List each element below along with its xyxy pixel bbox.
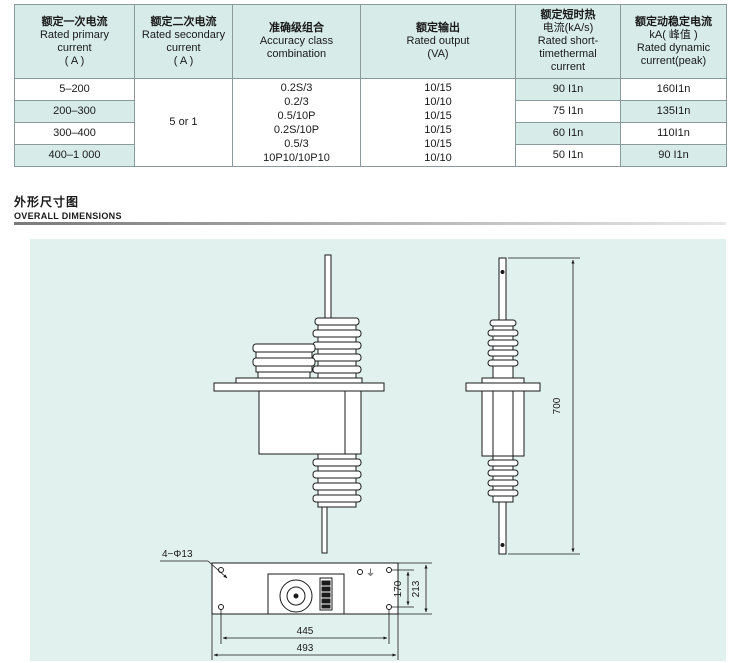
width-dimensions xyxy=(211,610,399,660)
primary-terminal-bar xyxy=(324,254,332,326)
hole-callout xyxy=(160,560,228,579)
height-dimension xyxy=(508,257,580,555)
mounting-hole xyxy=(218,567,224,573)
dim-493-label: 493 xyxy=(297,643,314,654)
dim-445-label: 445 xyxy=(297,626,314,637)
section-title: 外形尺寸图 OVERALL DIMENSIONS xyxy=(14,193,122,221)
primary-current-cell: 400–1 000 xyxy=(14,144,135,167)
side-flange xyxy=(465,382,541,392)
side-body xyxy=(481,390,525,457)
dim-170-label: 170 xyxy=(393,580,404,597)
section-title-en: OVERALL DIMENSIONS xyxy=(14,211,122,221)
table-header-row: 额定一次电流 Rated primary current ( A ) 额定二次电… xyxy=(14,4,727,79)
lower-terminal-bar xyxy=(321,506,328,554)
section-divider xyxy=(14,222,726,225)
short-time-thermal-cell: 90 I1n xyxy=(515,78,621,101)
terminal-hole xyxy=(500,270,505,274)
lower-insulator xyxy=(312,453,362,508)
dynamic-current-cell: 90 I1n xyxy=(620,144,727,167)
side-view xyxy=(465,257,541,555)
dim-hole-label: 4−Φ13 xyxy=(162,549,193,560)
secondary-bushing xyxy=(252,343,316,383)
table-row: 300–400 60 I1n 110I1n xyxy=(14,122,727,145)
mounting-hole xyxy=(386,567,392,573)
header-accuracy-class: 准确级组合 Accuracy class combination xyxy=(232,4,361,79)
mounting-hole xyxy=(386,604,392,610)
mounting-flange xyxy=(213,382,385,392)
table-row: 400–1 000 50 I1n 90 I1n xyxy=(14,144,727,167)
table-row: 200–300 75 I1n 135I1n xyxy=(14,100,727,123)
collar xyxy=(235,377,363,384)
header-primary-current: 额定一次电流 Rated primary current ( A ) xyxy=(14,4,135,79)
short-time-thermal-cell: 60 I1n xyxy=(515,122,621,145)
accuracy-class-cell: 0.2S/3 0.2/3 0.5/10P 0.2S/10P 0.5/3 10P1… xyxy=(232,78,361,167)
header-rated-output: 额定输出 Rated output (VA) xyxy=(360,4,516,79)
ground-symbol-icon: ⏚ xyxy=(366,568,375,578)
bottom-view: ⏚ xyxy=(211,562,399,615)
rated-output-cell: 10/15 10/10 10/15 10/15 10/15 10/10 xyxy=(360,78,516,167)
side-terminal-bar xyxy=(498,257,507,324)
side-lower-insulator xyxy=(487,455,519,503)
mounting-hole xyxy=(218,604,224,610)
section-title-cn: 外形尺寸图 xyxy=(14,195,80,209)
dim-213-label: 213 xyxy=(411,580,422,597)
short-time-thermal-cell: 75 I1n xyxy=(515,100,621,123)
spec-table: 额定一次电流 Rated primary current ( A ) 额定二次电… xyxy=(14,4,727,167)
dynamic-current-cell: 160I1n xyxy=(620,78,727,101)
table-row: 5–200 5 or 1 0.2S/3 0.2/3 0.5/10P 0.2S/1… xyxy=(14,78,727,167)
dim-height-label: 700 xyxy=(552,397,563,414)
depth-dimensions xyxy=(392,562,432,615)
header-dynamic-current: 额定动稳定电流 kA( 峰值 ) Rated dynamic current(p… xyxy=(620,4,727,79)
side-collar xyxy=(481,377,525,384)
side-lower-terminal xyxy=(498,501,507,555)
primary-current-cell: 200–300 xyxy=(14,100,135,123)
side-upper-insulator xyxy=(487,319,519,379)
front-view xyxy=(213,254,385,554)
short-time-thermal-cell: 50 I1n xyxy=(515,144,621,167)
ground-terminal xyxy=(357,569,363,575)
header-short-time-thermal: 额定短时热 电流(kA/s) Rated short- timethermal … xyxy=(515,4,621,79)
ct-body xyxy=(258,390,362,455)
upper-insulator xyxy=(312,317,362,380)
